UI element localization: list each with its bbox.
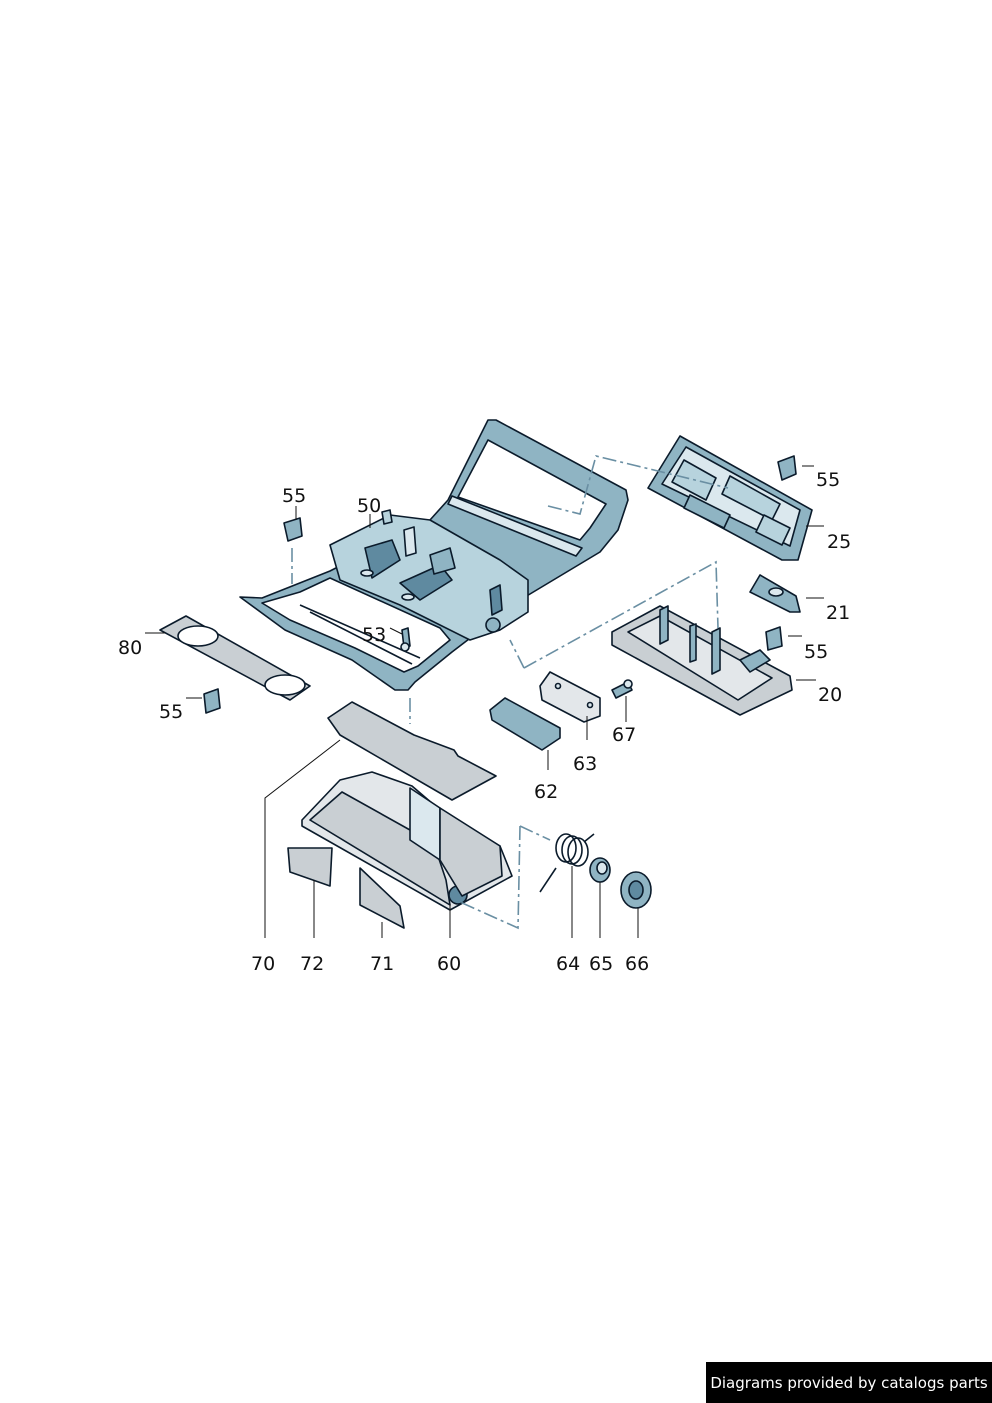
credit-banner[interactable]: Diagrams provided by catalogs parts	[706, 1362, 992, 1403]
callout-66: 66	[625, 953, 649, 975]
part-60-box	[301, 771, 513, 911]
clip-55-mid-right	[765, 626, 783, 651]
callout-55: 55	[816, 469, 840, 491]
part-20-tray	[611, 605, 793, 716]
callout-71: 71	[370, 953, 394, 975]
part-65-cap	[589, 857, 611, 883]
callout-65: 65	[589, 953, 613, 975]
part-80-gasket	[159, 615, 311, 701]
callout-67: 67	[612, 724, 636, 746]
part-71-pad	[359, 867, 405, 929]
assembly-lines	[291, 455, 729, 930]
clip-55-top-right	[777, 455, 797, 481]
callout-55: 55	[804, 641, 828, 663]
credit-text: Diagrams provided by catalogs parts	[710, 1373, 988, 1392]
callout-64: 64	[556, 953, 580, 975]
callout-53: 53	[362, 624, 386, 646]
part-63-plate	[539, 671, 601, 723]
screw-67	[611, 679, 633, 699]
part-70-sheet	[327, 701, 497, 801]
callout-70: 70	[251, 953, 275, 975]
callout-labels: 55 25 21 55 20 55 50 53 80 55 67 63 62 7…	[118, 469, 851, 975]
callout-20: 20	[818, 684, 842, 706]
clip-55-left	[203, 688, 221, 714]
callout-55: 55	[159, 701, 183, 723]
part-64-spring	[539, 833, 595, 893]
part-62-bracket	[489, 697, 561, 751]
part-66-knob	[620, 871, 652, 909]
callout-55: 55	[282, 485, 306, 507]
leader-lines	[145, 465, 824, 938]
clip-55-top-left	[283, 517, 303, 542]
callout-25: 25	[827, 531, 851, 553]
callout-50: 50	[357, 495, 381, 517]
callout-72: 72	[300, 953, 324, 975]
screw-53	[400, 627, 411, 652]
part-25-panel	[647, 435, 813, 561]
part-72-pad	[287, 847, 333, 887]
callout-63: 63	[573, 753, 597, 775]
part-21-bracket	[749, 574, 801, 613]
callout-21: 21	[826, 602, 850, 624]
callout-60: 60	[437, 953, 461, 975]
callout-62: 62	[534, 781, 558, 803]
callout-80: 80	[118, 637, 142, 659]
roof-console-frame	[239, 419, 629, 691]
